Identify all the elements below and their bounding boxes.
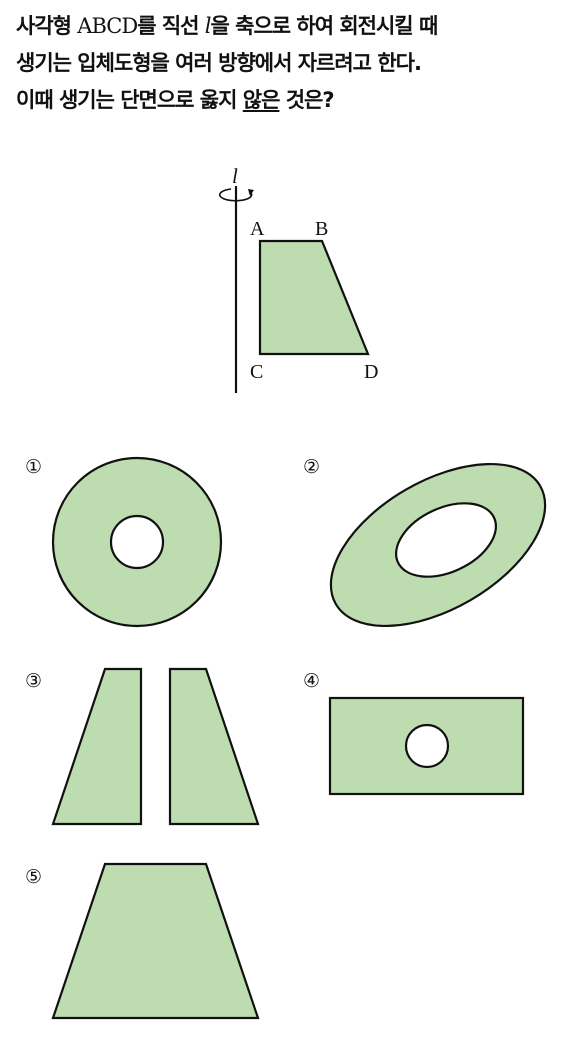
question-text-segment: 것은? — [279, 88, 335, 112]
vertex-c-label: C — [250, 361, 263, 383]
choice-3-number: ③ — [25, 670, 42, 692]
choice-1-hole — [109, 514, 165, 570]
question-line-3: 이때 생기는 단면으로 옳지 않은 것은? — [16, 82, 561, 119]
choice-5-number: ⑤ — [25, 866, 42, 888]
main-figure: l A B C D — [218, 164, 378, 393]
choice-4[interactable]: ④ — [303, 670, 525, 796]
choice-2[interactable]: ② — [303, 431, 572, 660]
choice-3-left-piece — [51, 667, 143, 826]
choice-3-right-piece — [168, 667, 260, 826]
underlined-word: 않은 — [242, 88, 281, 112]
rotation-arrow-icon — [218, 188, 253, 202]
choice-5-trapezoid — [51, 862, 260, 1020]
question-text-segment: 이때 생기는 단면으로 옳지 — [16, 88, 243, 112]
question-line-2: 생기는 입체도형을 여러 방향에서 자르려고 한다. — [16, 51, 422, 75]
arrowhead-icon — [248, 189, 254, 196]
choice-5[interactable]: ⑤ — [25, 862, 260, 1020]
axis-label: l — [232, 164, 238, 188]
vertex-a-label: A — [250, 218, 265, 240]
vertex-d-label: D — [364, 361, 378, 383]
choice-4-number: ④ — [303, 670, 320, 692]
choice-1-number: ① — [25, 456, 42, 478]
choice-2-hole — [394, 502, 498, 578]
vertex-b-label: B — [315, 218, 328, 240]
question-text-segment: 를 직선 — [137, 14, 205, 38]
line-variable: l — [204, 14, 212, 38]
choice-4-hole — [404, 723, 450, 769]
question-line-1: 사각형 ABCD를 직선 l을 축으로 하여 회전시킬 때 — [16, 8, 561, 45]
question-text-segment: 을 축으로 하여 회전시킬 때 — [210, 14, 439, 38]
choice-3[interactable]: ③ — [25, 667, 260, 826]
choice-1[interactable]: ① — [25, 456, 223, 628]
quadrilateral-name: ABCD — [77, 14, 138, 38]
trapezoid-abcd — [258, 239, 370, 356]
question-text-segment: 사각형 — [16, 14, 78, 38]
question-text: 사각형 ABCD를 직선 l을 축으로 하여 회전시킬 때 생기는 입체도형을 … — [16, 8, 561, 119]
choice-2-number: ② — [303, 456, 320, 478]
